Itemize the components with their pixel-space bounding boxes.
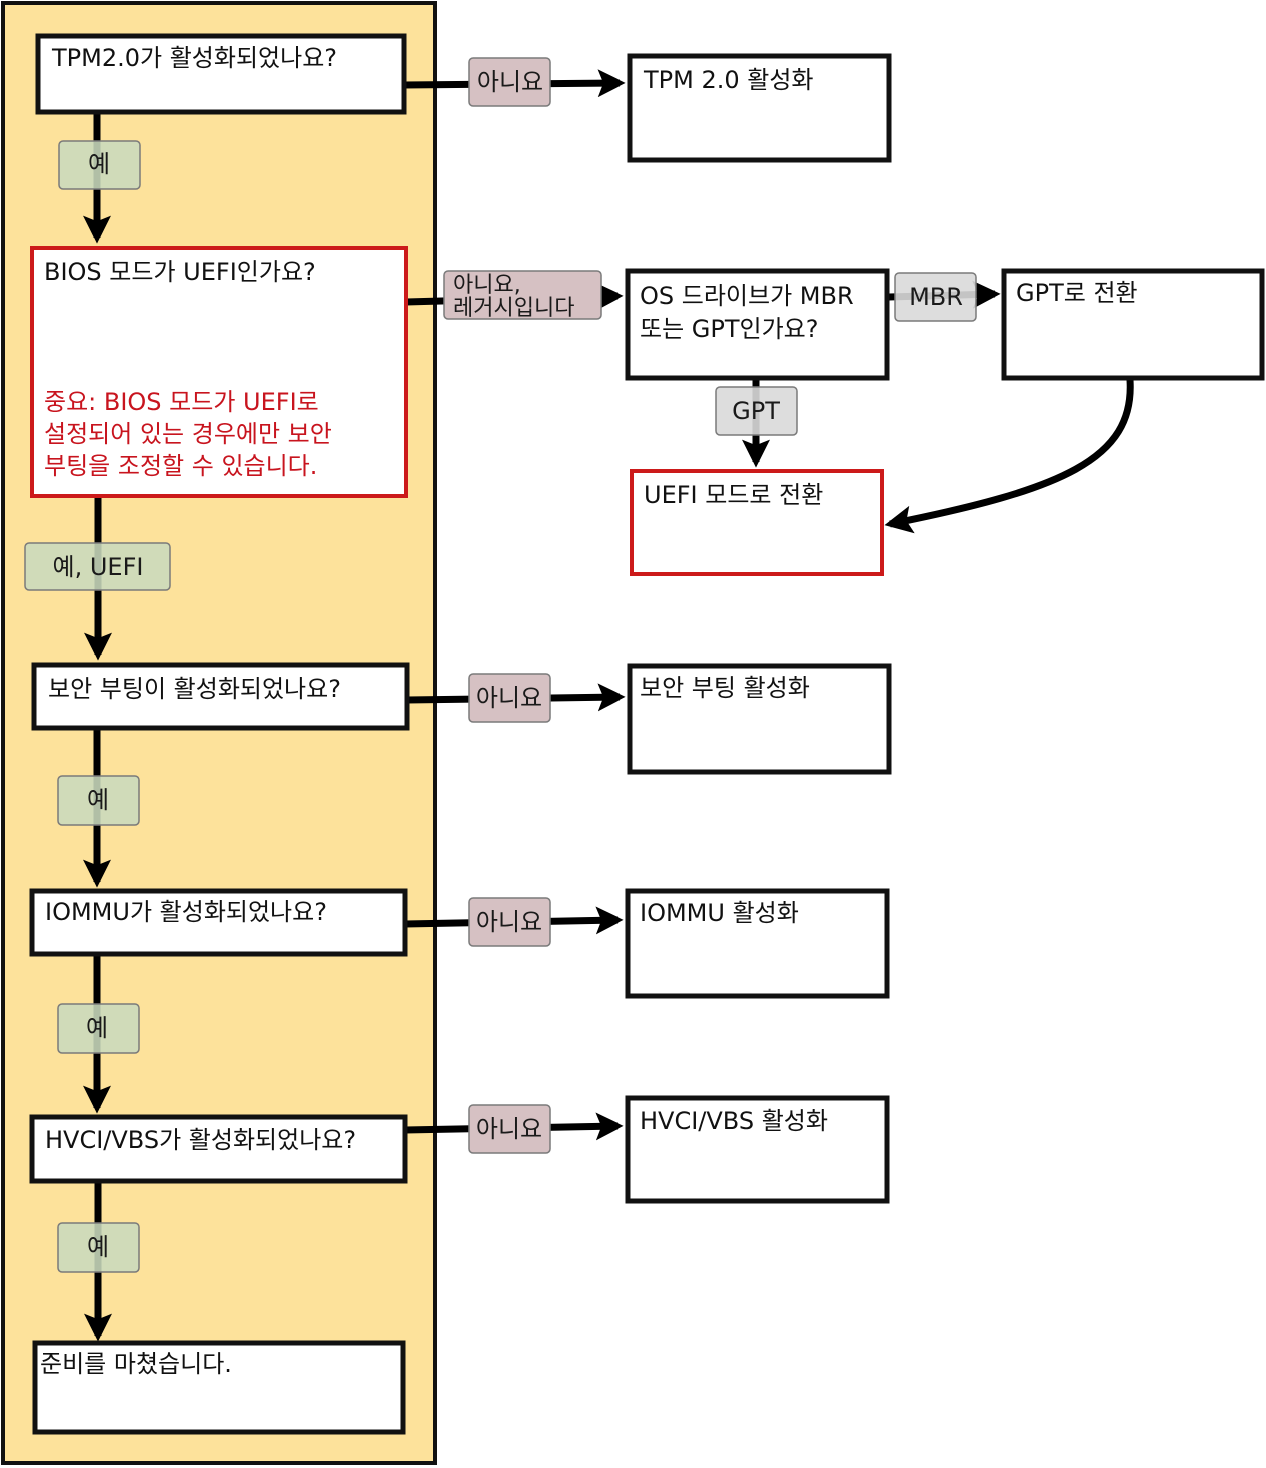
svg-text:HVCI/VBS가 활성화되었나요?: HVCI/VBS가 활성화되었나요? xyxy=(45,1126,356,1154)
svg-text:IOMMU 활성화: IOMMU 활성화 xyxy=(640,899,799,927)
label-secureboot-yes: 예 xyxy=(57,775,140,826)
node-enable-iommu[interactable]: IOMMU 활성화 xyxy=(625,888,890,999)
node-ready[interactable]: 준비를 마쳤습니다. xyxy=(32,1340,406,1435)
svg-text:예: 예 xyxy=(88,150,110,178)
label-secureboot-no: 아니요 xyxy=(468,673,551,723)
label-tpm-no: 아니요 xyxy=(468,57,551,107)
bios-note-line-1: 중요: BIOS 모드가 UEFI로 xyxy=(44,388,319,416)
svg-text:TPM2.0가 활성화되었나요?: TPM2.0가 활성화되었나요? xyxy=(51,44,337,72)
node-switch-uefi[interactable]: UEFI 모드로 전환 xyxy=(630,469,884,576)
svg-text:아니요: 아니요 xyxy=(476,908,542,936)
svg-text:보안 부팅 활성화: 보안 부팅 활성화 xyxy=(640,674,810,702)
bios-note-line-3: 부팅을 조정할 수 있습니다. xyxy=(44,452,317,480)
node-bios-check[interactable]: BIOS 모드가 UEFI인가요? 중요: BIOS 모드가 UEFI로 설정되… xyxy=(30,246,408,498)
svg-text:준비를 마쳤습니다.: 준비를 마쳤습니다. xyxy=(40,1350,232,1378)
svg-text:MBR: MBR xyxy=(909,283,963,311)
svg-text:또는 GPT인가요?: 또는 GPT인가요? xyxy=(640,315,819,343)
label-hvci-yes: 예 xyxy=(57,1222,140,1273)
svg-text:IOMMU가 활성화되었나요?: IOMMU가 활성화되었나요? xyxy=(45,898,327,926)
arrow-gpt-to-uefi xyxy=(884,379,1134,534)
label-bios-no: 아니요, 레거시입니다 xyxy=(443,270,602,321)
svg-text:GPT로 전환: GPT로 전환 xyxy=(1016,279,1138,307)
svg-text:예: 예 xyxy=(87,786,109,814)
svg-text:보안 부팅이 활성화되었나요?: 보안 부팅이 활성화되었나요? xyxy=(48,675,341,703)
svg-text:아니요,: 아니요, xyxy=(453,273,521,298)
label-drive-gpt: GPT xyxy=(715,386,798,436)
node-iommu-check[interactable]: IOMMU가 활성화되었나요? xyxy=(29,888,408,957)
svg-text:HVCI/VBS 활성화: HVCI/VBS 활성화 xyxy=(640,1107,828,1135)
node-enable-secureboot[interactable]: 보안 부팅 활성화 xyxy=(627,663,892,775)
node-drive-check[interactable]: OS 드라이브가 MBR 또는 GPT인가요? xyxy=(625,268,890,381)
node-convert-gpt[interactable]: GPT로 전환 xyxy=(1001,268,1265,381)
node-enable-hvci[interactable]: HVCI/VBS 활성화 xyxy=(625,1095,890,1204)
svg-text:OS 드라이브가 MBR: OS 드라이브가 MBR xyxy=(640,282,854,310)
label-drive-mbr: MBR xyxy=(894,272,977,322)
svg-text:예: 예 xyxy=(87,1233,109,1261)
label-bios-yes: 예, UEFI xyxy=(24,542,171,591)
node-secureboot-check[interactable]: 보안 부팅이 활성화되었나요? xyxy=(31,662,410,731)
svg-text:BIOS 모드가 UEFI인가요?: BIOS 모드가 UEFI인가요? xyxy=(44,258,316,286)
svg-text:UEFI 모드로 전환: UEFI 모드로 전환 xyxy=(644,481,823,509)
svg-text:레거시입니다: 레거시입니다 xyxy=(453,296,574,321)
svg-text:아니요: 아니요 xyxy=(476,1115,542,1143)
node-enable-tpm[interactable]: TPM 2.0 활성화 xyxy=(627,53,892,163)
svg-text:예, UEFI: 예, UEFI xyxy=(53,553,144,581)
label-iommu-yes: 예 xyxy=(57,1003,140,1054)
svg-text:아니요: 아니요 xyxy=(476,684,542,712)
node-tpm-check[interactable]: TPM2.0가 활성화되었나요? xyxy=(35,33,407,115)
svg-text:TPM 2.0 활성화: TPM 2.0 활성화 xyxy=(643,66,814,94)
label-iommu-no: 아니요 xyxy=(468,897,551,947)
label-tpm-yes: 예 xyxy=(58,140,141,190)
svg-text:GPT: GPT xyxy=(732,397,780,425)
svg-text:아니요: 아니요 xyxy=(477,68,543,96)
svg-text:예: 예 xyxy=(86,1014,108,1042)
label-hvci-no: 아니요 xyxy=(468,1104,551,1154)
node-hvci-check[interactable]: HVCI/VBS가 활성화되었나요? xyxy=(29,1114,408,1184)
bios-note-line-2: 설정되어 있는 경우에만 보안 xyxy=(44,420,332,448)
